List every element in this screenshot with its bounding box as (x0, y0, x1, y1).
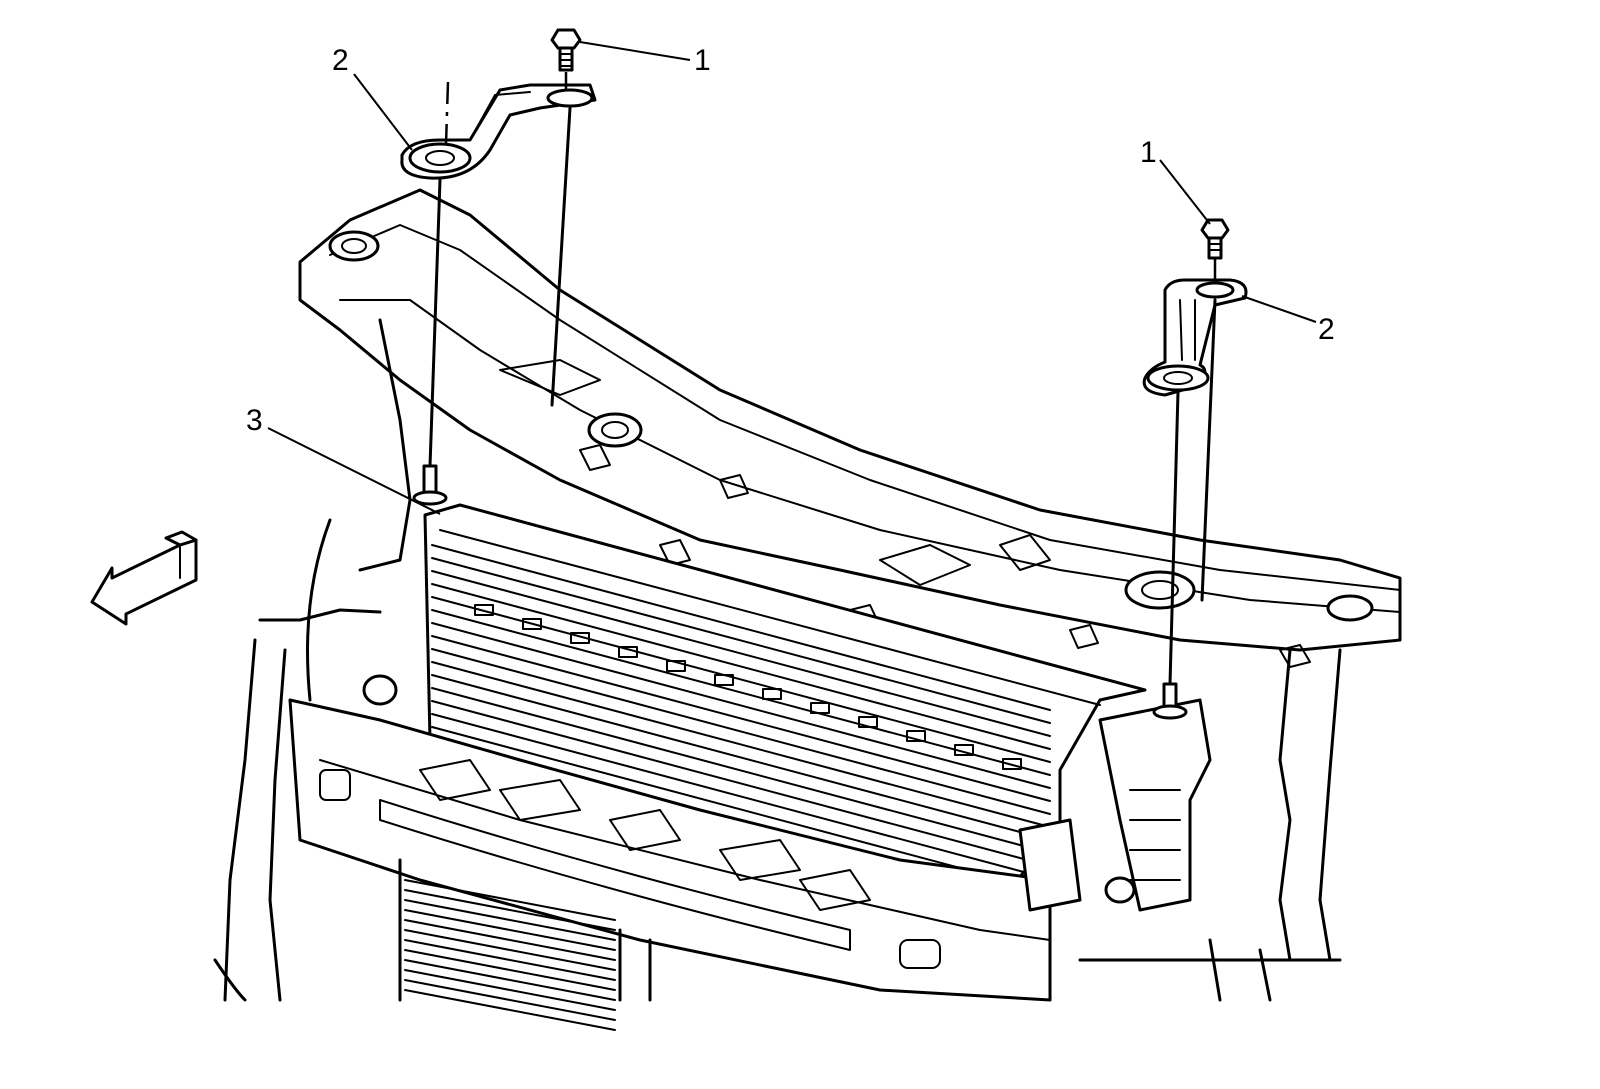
radiator-fin (431, 622, 1051, 789)
radiator-fin (431, 609, 1051, 776)
grille-slat (404, 899, 616, 941)
stud-right (1152, 682, 1188, 720)
upper-tie-bar (298, 188, 1402, 668)
alignment-lines (428, 72, 1217, 686)
radiator-clip (906, 730, 926, 742)
callout-label-bracket-left: 2 (332, 44, 349, 77)
radiator-bracket-left (400, 83, 597, 180)
radiator-fin (431, 544, 1051, 711)
radiator-clip (474, 604, 494, 616)
callout-label-radiator-support: 3 (246, 404, 263, 437)
radiator-fin (431, 687, 1051, 854)
radiator-clip (618, 646, 638, 658)
grille-slat (404, 909, 616, 951)
grille-slat (404, 969, 616, 1011)
left-side-panel (213, 318, 412, 1002)
radiator-fin (431, 635, 1051, 802)
grille-slat (404, 949, 616, 991)
grille-slat (404, 939, 616, 981)
radiator-clip (762, 688, 782, 700)
radiator-fin (431, 726, 1051, 893)
radiator-clip (858, 716, 878, 728)
lower-grille (398, 858, 652, 1031)
grille-slat (404, 919, 616, 961)
stud-left (412, 464, 448, 506)
radiator-clip (954, 744, 974, 756)
front-direction-arrow-icon (90, 530, 198, 626)
radiator-fin (431, 570, 1051, 737)
callout-label-bolt-right: 1 (1140, 136, 1157, 169)
radiator-fin (431, 700, 1051, 867)
radiator-clip (1002, 758, 1022, 770)
radiator-fin (431, 674, 1051, 841)
radiator-fin (431, 661, 1051, 828)
radiator-fin (431, 648, 1051, 815)
radiator-fin (431, 583, 1051, 750)
radiator-clip (810, 702, 830, 714)
callout-leaders (267, 41, 1317, 515)
radiator-clip (570, 632, 590, 644)
radiator-clip (522, 618, 542, 630)
grille-slat (404, 959, 616, 1001)
callout-label-bracket-right: 2 (1318, 313, 1335, 346)
right-side-panel (1018, 648, 1342, 1002)
radiator-fin (431, 557, 1051, 724)
grille-slat (404, 979, 616, 1021)
bolt-right (1200, 218, 1230, 260)
grille-slat (404, 879, 616, 921)
radiator-clip (714, 674, 734, 686)
radiator-fin (431, 713, 1051, 880)
grille-slat (404, 989, 616, 1031)
radiator-bracket-right (1142, 278, 1248, 397)
grille-slat (404, 889, 616, 931)
radiator-clip (666, 660, 686, 672)
bolt-left (550, 28, 582, 72)
grille-slat (404, 929, 616, 971)
callout-label-bolt-left: 1 (694, 44, 711, 77)
radiator-fin (431, 596, 1051, 763)
